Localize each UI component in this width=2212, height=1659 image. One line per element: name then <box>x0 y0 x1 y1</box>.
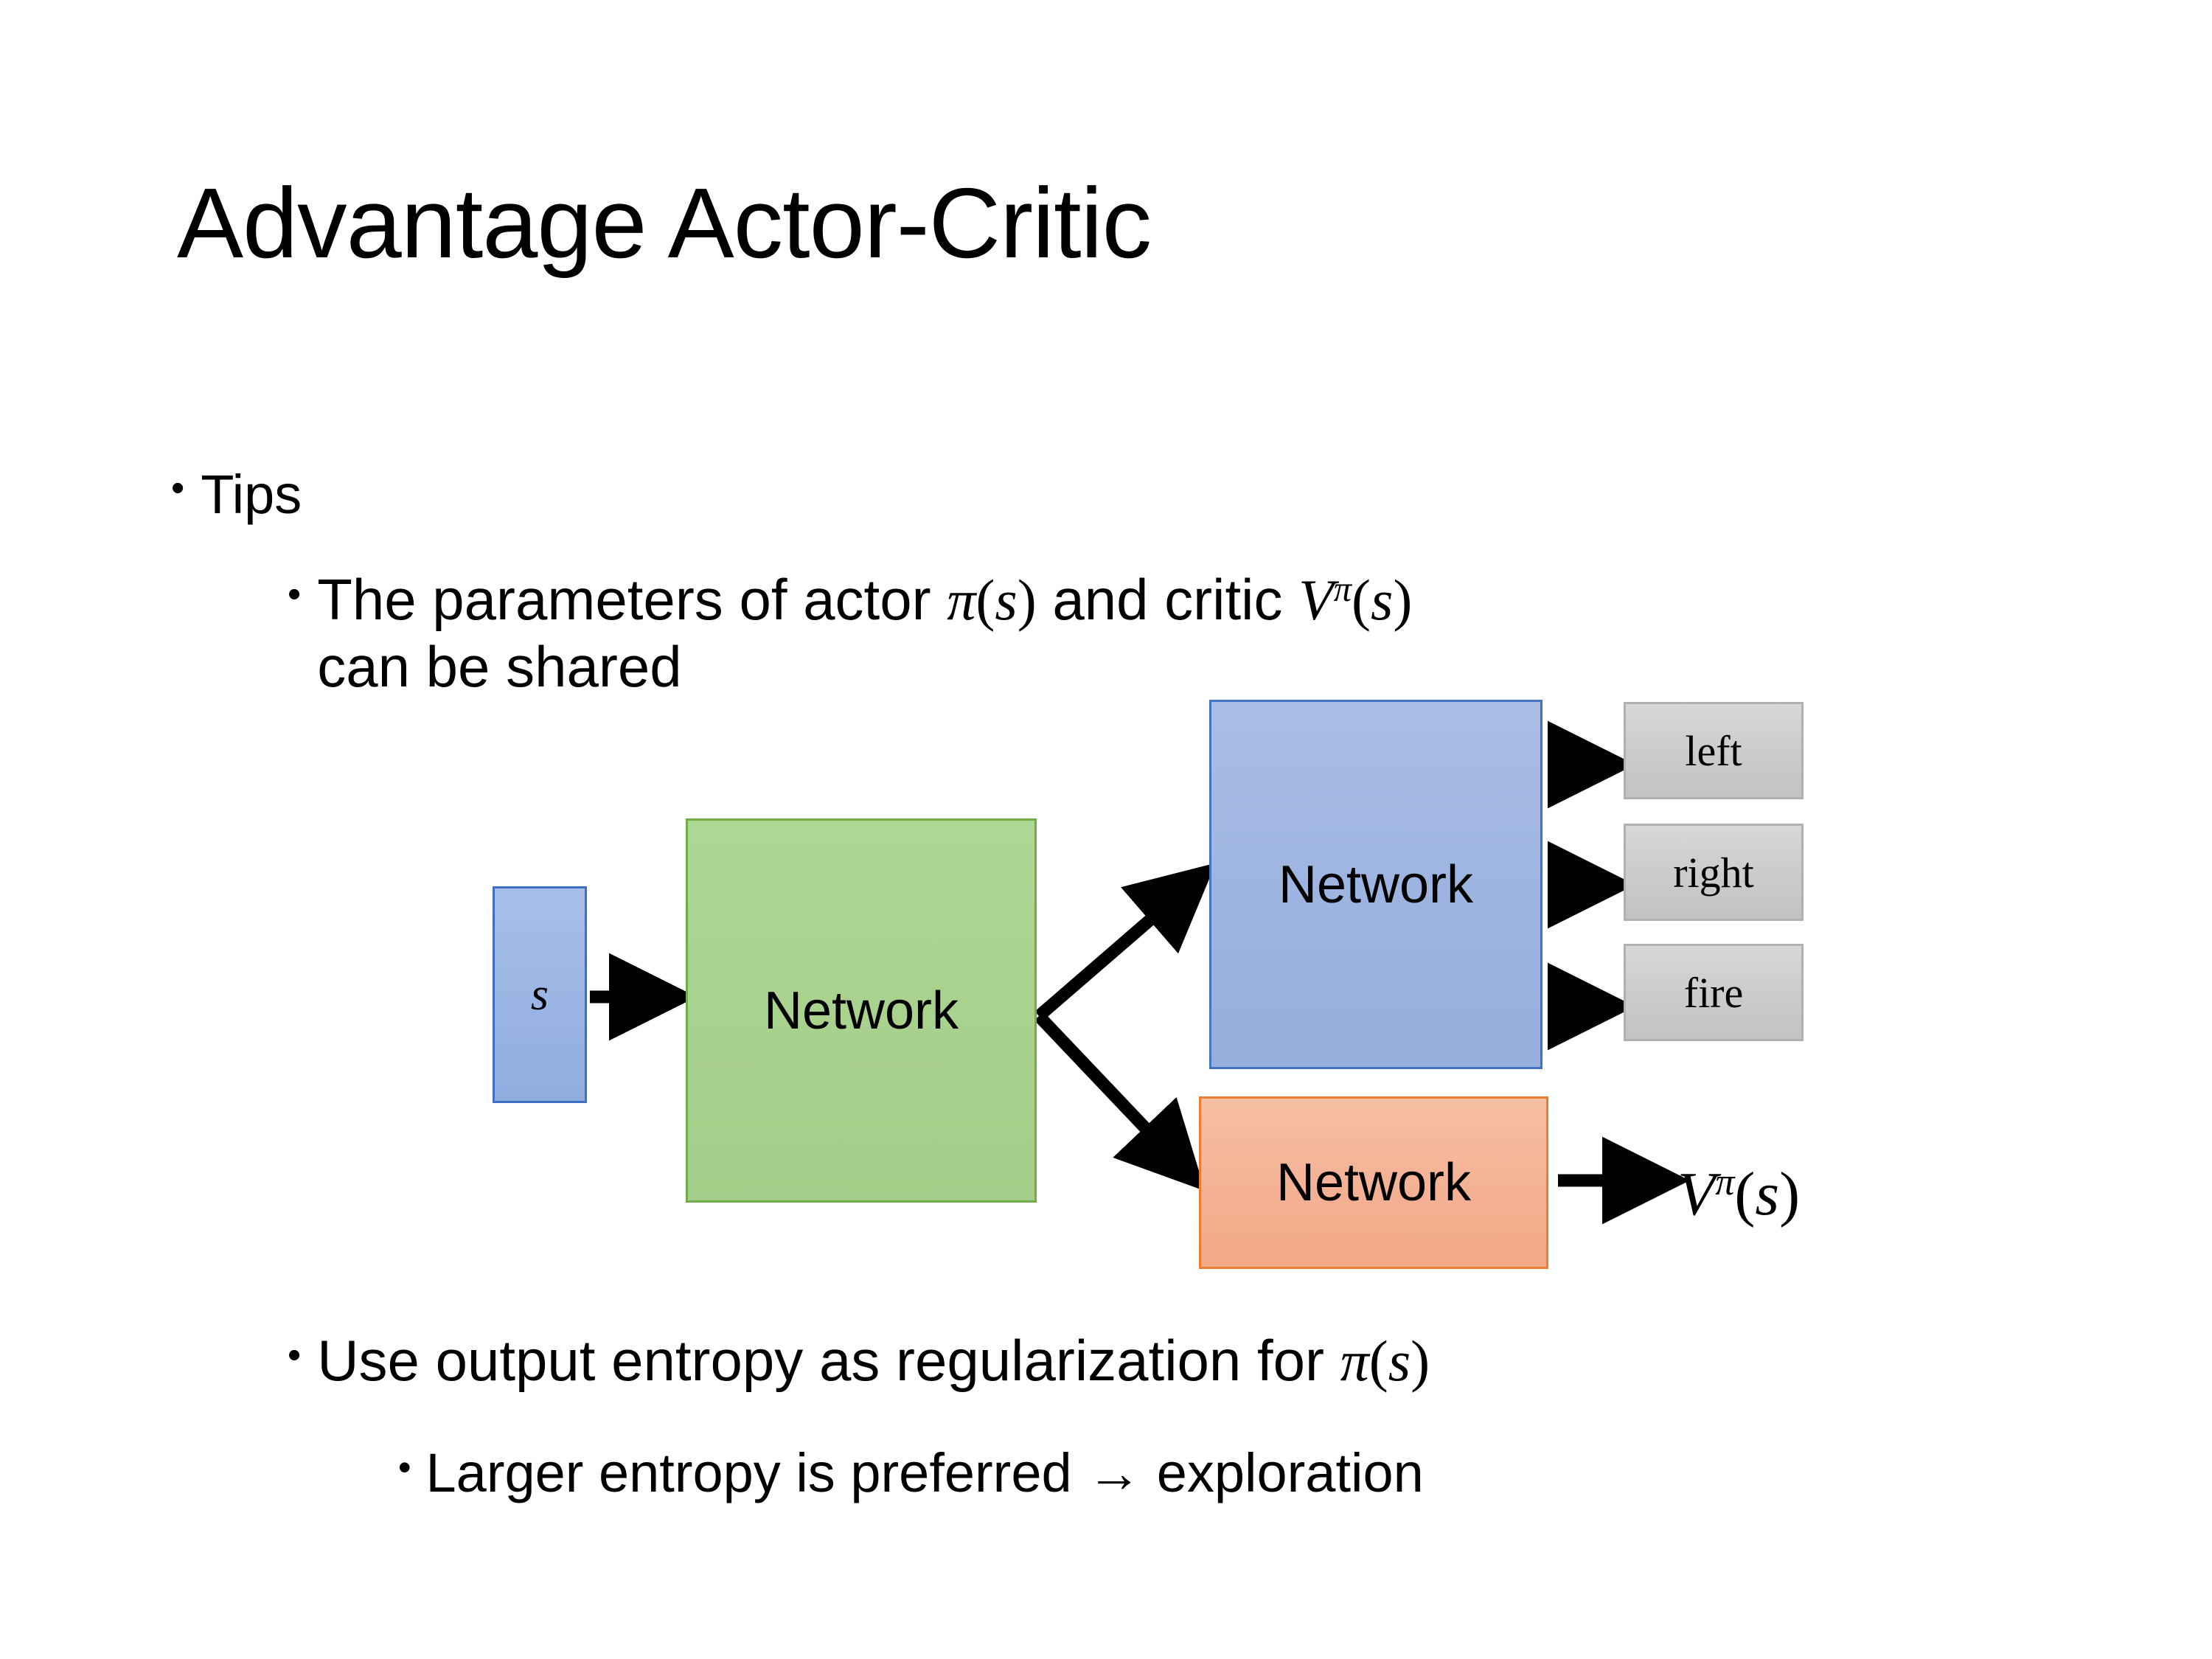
text-parameters-after: can be shared <box>317 634 682 700</box>
math-policy-pi-s: π(s) <box>947 568 1037 632</box>
shared-network-label: Network <box>763 981 959 1040</box>
page-title: Advantage Actor-Critic <box>177 167 1152 279</box>
state-node: s <box>493 886 587 1103</box>
action-output-right: right <box>1624 824 1804 921</box>
bullet-shared-parameters: • The parameters of actor π(s) and criti… <box>288 566 2101 701</box>
bullet-marker-icon: • <box>398 1447 411 1488</box>
shared-network-node: Network <box>686 818 1037 1203</box>
bullet-tips-label: Tips <box>201 464 302 525</box>
actor-network-node: Network <box>1209 700 1543 1069</box>
bullet-tips: • Tips <box>171 463 302 526</box>
value-output-label: Vπ(s) <box>1677 1158 1800 1230</box>
bullet-larger-entropy: • Larger entropy is preferred → explorat… <box>398 1441 1424 1504</box>
bullet-entropy-label: Use output entropy as regularization for… <box>317 1327 1430 1394</box>
arrow-shared-to-actor <box>1034 863 1217 1021</box>
action-output-left: left <box>1624 702 1804 799</box>
arrow-shared-to-critic <box>1034 1012 1206 1192</box>
math-policy-pi-s: π(s) <box>1340 1329 1430 1393</box>
bullet-marker-icon: • <box>171 467 185 509</box>
text-parameters-middle: and critic <box>1036 567 1299 632</box>
critic-network-label: Network <box>1276 1153 1472 1212</box>
text-parameters-before: The parameters of actor <box>317 567 947 632</box>
action-output-fire: fire <box>1624 944 1804 1041</box>
math-value-v-pi-s: Vπ(s) <box>1298 568 1413 632</box>
critic-network-node: Network <box>1199 1096 1548 1269</box>
text-entropy-before: Use output entropy as regularization for <box>317 1328 1340 1393</box>
math-value-output-v-pi-s: Vπ(s) <box>1677 1160 1801 1228</box>
bullet-larger-entropy-label: Larger entropy is preferred → exploratio… <box>425 1442 1424 1503</box>
state-node-label: s <box>530 969 549 1020</box>
actor-network-label: Network <box>1278 855 1474 914</box>
action-output-fire-label: fire <box>1683 968 1744 1017</box>
action-output-left-label: left <box>1685 726 1742 775</box>
action-output-right-label: right <box>1673 848 1754 897</box>
bullet-marker-icon: • <box>288 1334 302 1377</box>
bullet-entropy-regularization: • Use output entropy as regularization f… <box>288 1327 1430 1394</box>
bullet-marker-icon: • <box>288 573 302 616</box>
bullet-shared-parameters-label: The parameters of actor π(s) and critic … <box>317 566 1412 701</box>
